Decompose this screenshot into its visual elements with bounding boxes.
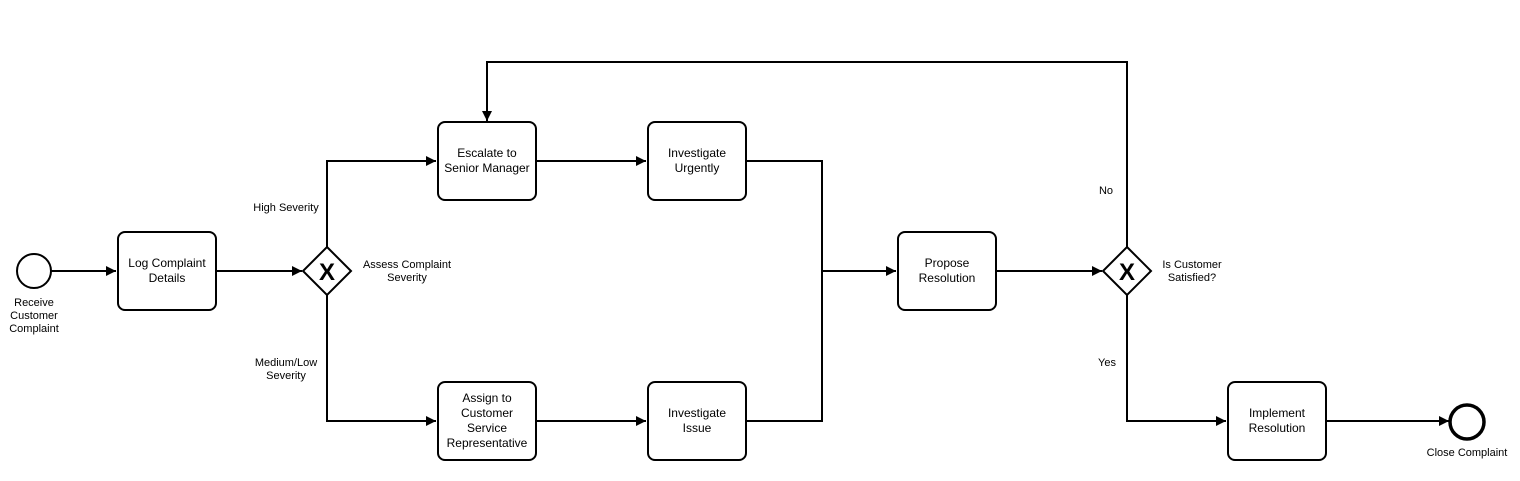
- task-log-complaint-label: Log Complaint Details: [128, 256, 206, 285]
- flow-no-loop[interactable]: [482, 61, 1128, 247]
- task-log-complaint[interactable]: Log Complaint Details: [117, 231, 217, 311]
- flow-medium-low-severity[interactable]: [326, 295, 436, 426]
- medium-low-severity-label: Medium/Low Severity: [254, 357, 318, 382]
- task-investigate-urgently-label: Investigate Urgently: [667, 146, 727, 175]
- high-severity-label: High Severity: [253, 202, 319, 214]
- severity-gateway[interactable]: X: [301, 245, 353, 297]
- satisfied-gateway[interactable]: X: [1101, 245, 1153, 297]
- task-propose-resolution[interactable]: Propose Resolution: [897, 231, 997, 311]
- yes-label: Yes: [1098, 357, 1116, 369]
- task-escalate[interactable]: Escalate to Senior Manager: [437, 121, 537, 201]
- task-assign-csr-label: Assign to Customer Service Representativ…: [446, 391, 528, 450]
- satisfied-gateway-symbol: X: [1119, 259, 1135, 286]
- task-propose-resolution-label: Propose Resolution: [918, 256, 976, 285]
- start-event[interactable]: [16, 253, 52, 289]
- satisfied-gateway-label: Is Customer Satisfied?: [1162, 259, 1222, 284]
- task-investigate-issue-label: Investigate Issue: [667, 406, 727, 435]
- no-label: No: [1098, 185, 1114, 197]
- end-event-label: Close Complaint: [1426, 447, 1508, 459]
- task-implement-resolution-label: Implement Resolution: [1248, 406, 1306, 435]
- task-investigate-urgently[interactable]: Investigate Urgently: [647, 121, 747, 201]
- flow-urgent-to-merge[interactable]: [747, 160, 823, 422]
- end-event[interactable]: [1448, 403, 1486, 441]
- flow-high-severity[interactable]: [326, 156, 436, 247]
- start-event-label: Receive Customer Complaint: [9, 297, 59, 335]
- task-assign-csr[interactable]: Assign to Customer Service Representativ…: [437, 381, 537, 461]
- task-implement-resolution[interactable]: Implement Resolution: [1227, 381, 1327, 461]
- task-investigate-issue[interactable]: Investigate Issue: [647, 381, 747, 461]
- flow-yes[interactable]: [1126, 295, 1226, 426]
- task-escalate-label: Escalate to Senior Manager: [444, 146, 530, 175]
- severity-gateway-symbol: X: [319, 259, 335, 286]
- severity-gateway-label: Assess Complaint Severity: [362, 259, 452, 284]
